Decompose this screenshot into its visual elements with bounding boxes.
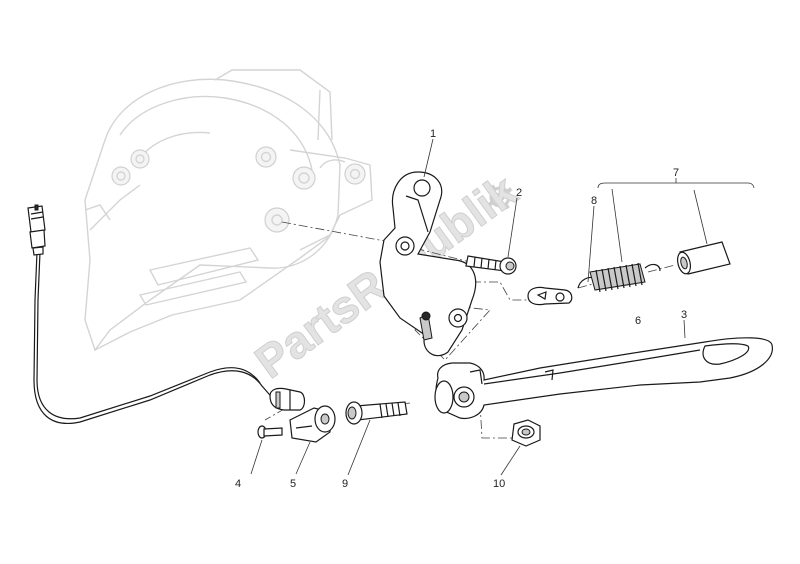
callout-7: 7 (673, 167, 679, 179)
gear-icon (487, 184, 513, 210)
part-3-side-stand (434, 337, 773, 420)
callout-4: 4 (235, 478, 241, 490)
part-8-hook-plate (527, 286, 573, 306)
part-2-bolt (465, 255, 517, 275)
part-10-nut (511, 419, 541, 447)
callout-10: 10 (493, 478, 505, 490)
callout-7-bracket (597, 178, 755, 263)
callout-3: 3 (681, 309, 687, 321)
part-9-pivot-pin (345, 401, 408, 425)
leader-lines (250, 138, 686, 476)
part-4-screw (257, 425, 283, 439)
callout-8: 8 (591, 195, 597, 207)
callout-labels: 1 2 3 4 5 6 7 8 9 10 (235, 128, 687, 490)
part-5-switch-bracket (289, 405, 336, 443)
part-6-spring (577, 262, 661, 293)
callout-9: 9 (342, 478, 348, 490)
callout-5: 5 (290, 478, 296, 490)
callout-6: 6 (635, 315, 641, 327)
sidestand-sensor-cable (33, 251, 306, 424)
part-1-bracket (379, 171, 477, 357)
part-7-sleeve (676, 241, 731, 275)
electrical-connector (27, 204, 46, 256)
callout-2: 2 (516, 187, 522, 199)
callout-1: 1 (430, 128, 436, 140)
engine-casing-outline (84, 69, 373, 352)
